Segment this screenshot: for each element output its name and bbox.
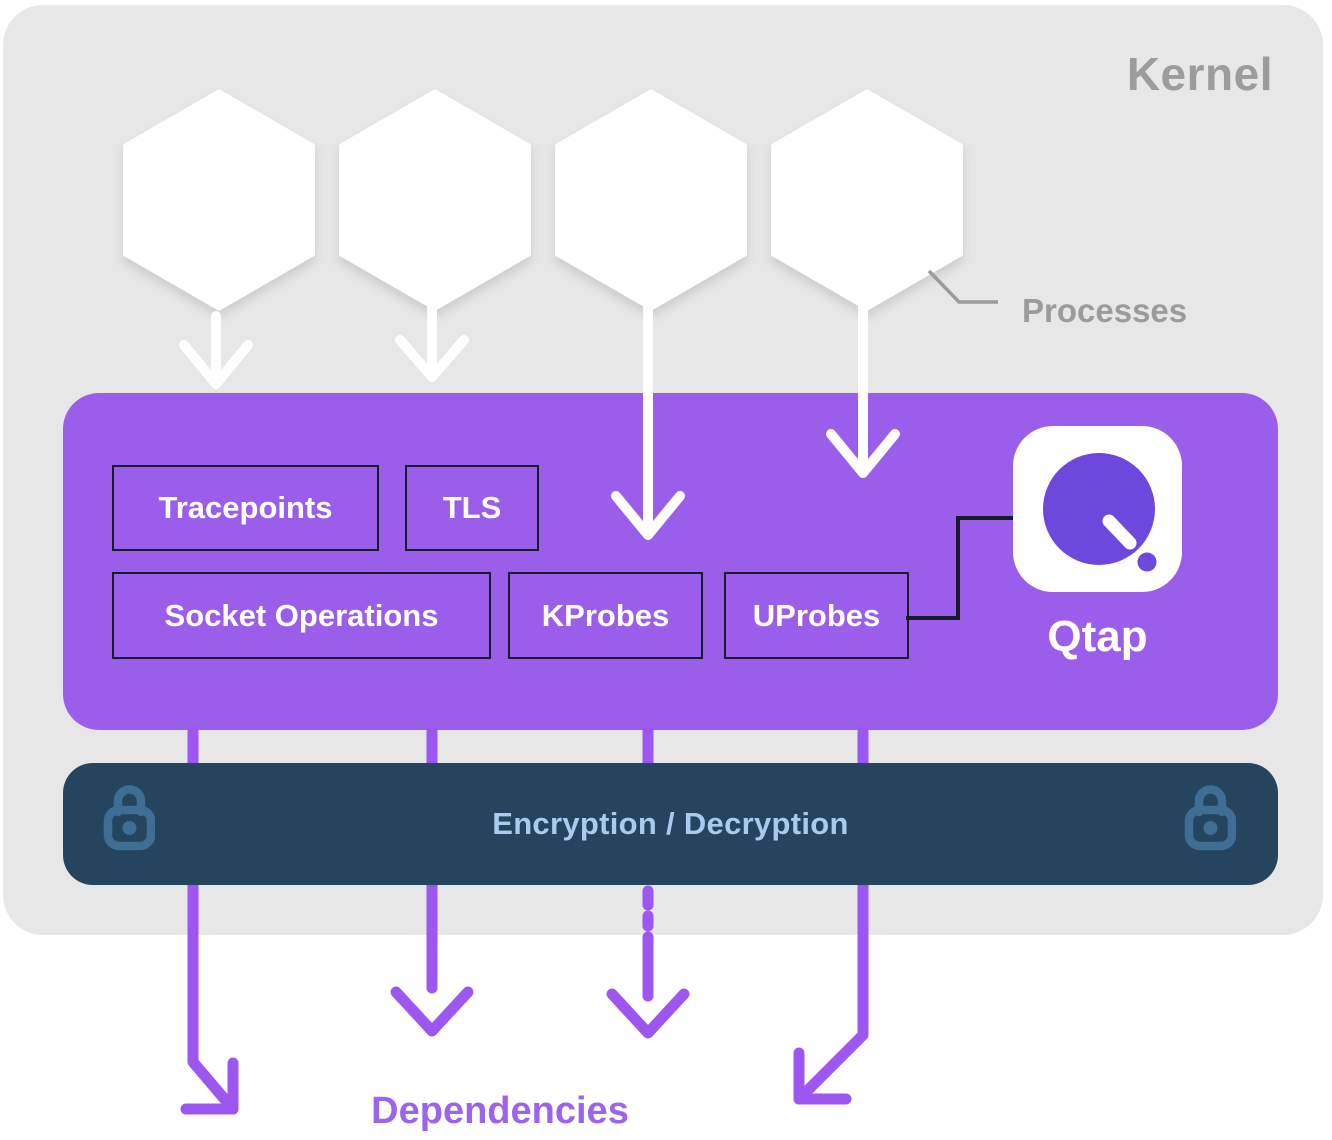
tls-box: TLS [405,465,539,551]
processes-label: Processes [1022,292,1188,329]
dependency-arrow-4-head [793,1047,852,1105]
process-hexagon-icon [771,89,963,311]
uprobes-box: UProbes [724,572,909,659]
encryption-bar: Encryption / Decryption [63,763,1278,885]
dependencies-label: Dependencies [371,1090,629,1132]
tracepoints-label: Tracepoints [158,490,333,525]
qtap-logo-glyph [1043,453,1157,572]
kprobes-box: KProbes [508,572,703,659]
process-hexagon-icon [555,89,747,311]
process-hexagon-icon [339,89,531,311]
lock-icon [103,785,155,851]
socket-operations-label: Socket Operations [164,597,439,633]
dependency-arrow-2-head [390,986,474,1037]
qtap-logo-icon [1013,426,1182,592]
tls-label: TLS [442,490,502,525]
kprobes-label: KProbes [541,597,670,633]
uprobes-label: UProbes [752,597,881,633]
socket-operations-box: Socket Operations [112,572,491,659]
tracepoints-box: Tracepoints [112,465,379,551]
qtap-label: Qtap [1047,612,1148,661]
process-hexagon-icon [123,89,315,311]
dependency-arrow-1-head [180,1057,239,1115]
kernel-title: Kernel [1126,48,1273,100]
dependency-arrow-3-head [606,988,690,1039]
lock-icon [1184,785,1236,851]
encryption-bar-label: Encryption / Decryption [492,806,849,841]
